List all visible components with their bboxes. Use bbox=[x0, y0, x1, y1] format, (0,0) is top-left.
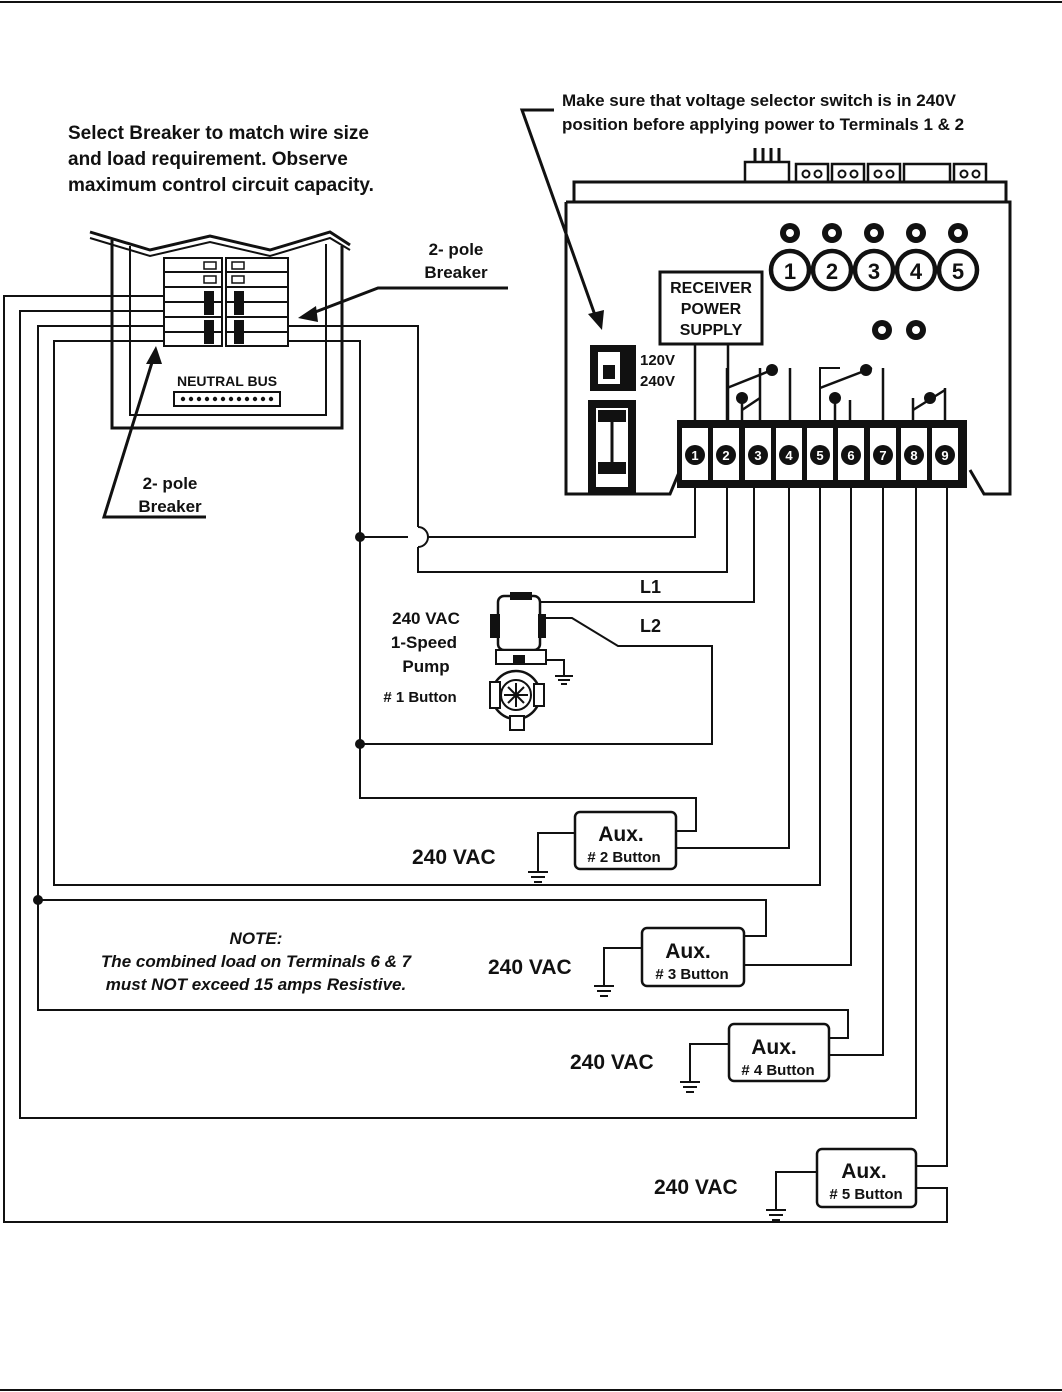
svg-text:POWER: POWER bbox=[681, 301, 742, 318]
svg-text:2- pole: 2- pole bbox=[429, 240, 484, 259]
svg-text:Make sure that voltage selecto: Make sure that voltage selector switch i… bbox=[562, 91, 957, 110]
svg-text:Pump: Pump bbox=[402, 657, 449, 676]
breaker-panel: NEUTRAL BUS bbox=[89, 230, 351, 430]
svg-text:maximum control circuit capaci: maximum control circuit capacity. bbox=[68, 175, 374, 196]
svg-text:Aux.: Aux. bbox=[665, 940, 711, 963]
svg-text:must NOT exceed 15 amps Resist: must NOT exceed 15 amps Resistive. bbox=[106, 975, 406, 994]
pump: 240 VAC 1-Speed Pump # 1 Button bbox=[383, 609, 460, 706]
svg-text:240 VAC: 240 VAC bbox=[392, 609, 460, 628]
svg-text:Aux.: Aux. bbox=[598, 823, 644, 846]
breaker-select-note: Select Breaker to match wire size and lo… bbox=[68, 123, 374, 196]
svg-text:# 4 Button: # 4 Button bbox=[741, 1062, 814, 1079]
breaker-label-top: 2- pole Breaker bbox=[298, 240, 508, 322]
receiver-button-5: 5 bbox=[936, 248, 980, 292]
terminal-8: 8 bbox=[904, 445, 924, 465]
aux-load-5: 240 VAC Aux. # 5 Button bbox=[654, 1147, 918, 1209]
ground-icon bbox=[528, 871, 548, 883]
terminal-6: 6 bbox=[841, 445, 861, 465]
svg-text:NOTE:: NOTE: bbox=[230, 929, 283, 948]
svg-text:Aux.: Aux. bbox=[841, 1160, 887, 1183]
svg-text:3: 3 bbox=[868, 259, 880, 284]
receiver-top-connectors bbox=[743, 148, 988, 184]
svg-text:240 VAC: 240 VAC bbox=[570, 1051, 654, 1074]
receiver-button-leds bbox=[780, 223, 968, 243]
svg-text:RECEIVER: RECEIVER bbox=[670, 280, 752, 297]
svg-text:# 5 Button: # 5 Button bbox=[829, 1186, 902, 1203]
svg-text:9: 9 bbox=[941, 448, 948, 463]
svg-text:SUPPLY: SUPPLY bbox=[680, 322, 743, 339]
neutral-bus-label: NEUTRAL BUS bbox=[177, 373, 277, 389]
receiver-extra-leds bbox=[872, 320, 926, 340]
svg-text:1-Speed: 1-Speed bbox=[391, 633, 457, 652]
receiver-button-3: 3 bbox=[852, 248, 896, 292]
svg-text:3: 3 bbox=[754, 448, 761, 463]
svg-text:240 VAC: 240 VAC bbox=[412, 846, 496, 869]
svg-text:4: 4 bbox=[910, 259, 923, 284]
svg-text:# 1 Button: # 1 Button bbox=[383, 689, 456, 706]
pump-icon bbox=[489, 592, 573, 731]
l1-label: L1 bbox=[640, 577, 661, 597]
svg-text:position before applying power: position before applying power to Termin… bbox=[562, 115, 964, 134]
fuse-holder bbox=[588, 400, 636, 495]
terminal-7: 7 bbox=[873, 445, 893, 465]
svg-text:# 3 Button: # 3 Button bbox=[655, 966, 728, 983]
neutral-bus-bar bbox=[173, 391, 281, 407]
l2-label: L2 bbox=[640, 616, 661, 636]
ground-icon bbox=[680, 1081, 700, 1093]
combined-load-note: NOTE: The combined load on Terminals 6 &… bbox=[101, 929, 413, 994]
svg-text:1: 1 bbox=[784, 259, 796, 284]
voltage-switch-note: Make sure that voltage selector switch i… bbox=[519, 91, 964, 330]
svg-text:Breaker: Breaker bbox=[424, 263, 488, 282]
svg-text:Breaker: Breaker bbox=[138, 497, 202, 516]
wires bbox=[3, 295, 948, 1223]
svg-text:8: 8 bbox=[910, 448, 917, 463]
receiver-button-2: 2 bbox=[810, 248, 854, 292]
svg-text:The combined load on Terminals: The combined load on Terminals 6 & 7 bbox=[101, 952, 413, 971]
svg-text:120V: 120V bbox=[640, 352, 675, 369]
svg-text:4: 4 bbox=[785, 448, 793, 463]
svg-text:# 2 Button: # 2 Button bbox=[587, 849, 660, 866]
receiver-button-1: 1 bbox=[768, 248, 812, 292]
terminal-9: 9 bbox=[935, 445, 955, 465]
svg-text:240 VAC: 240 VAC bbox=[654, 1176, 738, 1199]
ground-icon bbox=[766, 1209, 786, 1221]
receiver-unit: 1 2 3 4 5 RECEIVER POWER SUPPLY bbox=[564, 148, 1012, 496]
aux-load-2: 240 VAC Aux. # 2 Button bbox=[412, 810, 678, 871]
receiver-button-4: 4 bbox=[894, 248, 938, 292]
breaker-stack-right bbox=[225, 257, 289, 347]
svg-text:Select Breaker to match wire s: Select Breaker to match wire size bbox=[68, 123, 369, 144]
breaker-label-bottom: 2- pole Breaker bbox=[101, 346, 206, 519]
svg-text:6: 6 bbox=[847, 448, 854, 463]
svg-text:240V: 240V bbox=[640, 373, 675, 390]
terminal-4: 4 bbox=[779, 445, 799, 465]
receiver-power-supply: RECEIVER POWER SUPPLY bbox=[658, 270, 764, 420]
ground-icon bbox=[594, 985, 614, 997]
breaker-stack-left bbox=[163, 257, 223, 347]
svg-text:7: 7 bbox=[879, 448, 886, 463]
terminal-2: 2 bbox=[716, 445, 736, 465]
svg-text:2- pole: 2- pole bbox=[143, 474, 198, 493]
svg-text:5: 5 bbox=[816, 448, 823, 463]
terminal-5: 5 bbox=[810, 445, 830, 465]
voltage-selector-switch: 120V 240V bbox=[590, 345, 675, 391]
svg-text:2: 2 bbox=[722, 448, 729, 463]
svg-text:Aux.: Aux. bbox=[751, 1036, 797, 1059]
wire-junctions bbox=[33, 532, 365, 905]
aux-load-3: 240 VAC Aux. # 3 Button bbox=[488, 926, 746, 988]
aux-load-4: 240 VAC Aux. # 4 Button bbox=[570, 1022, 831, 1083]
terminal-1: 1 bbox=[685, 445, 705, 465]
svg-text:240 VAC: 240 VAC bbox=[488, 956, 572, 979]
svg-text:1: 1 bbox=[691, 448, 698, 463]
relay-contacts bbox=[725, 364, 947, 420]
svg-text:2: 2 bbox=[826, 259, 838, 284]
terminal-3: 3 bbox=[748, 445, 768, 465]
svg-text:and load requirement. Observe: and load requirement. Observe bbox=[68, 149, 348, 170]
svg-text:5: 5 bbox=[952, 259, 964, 284]
